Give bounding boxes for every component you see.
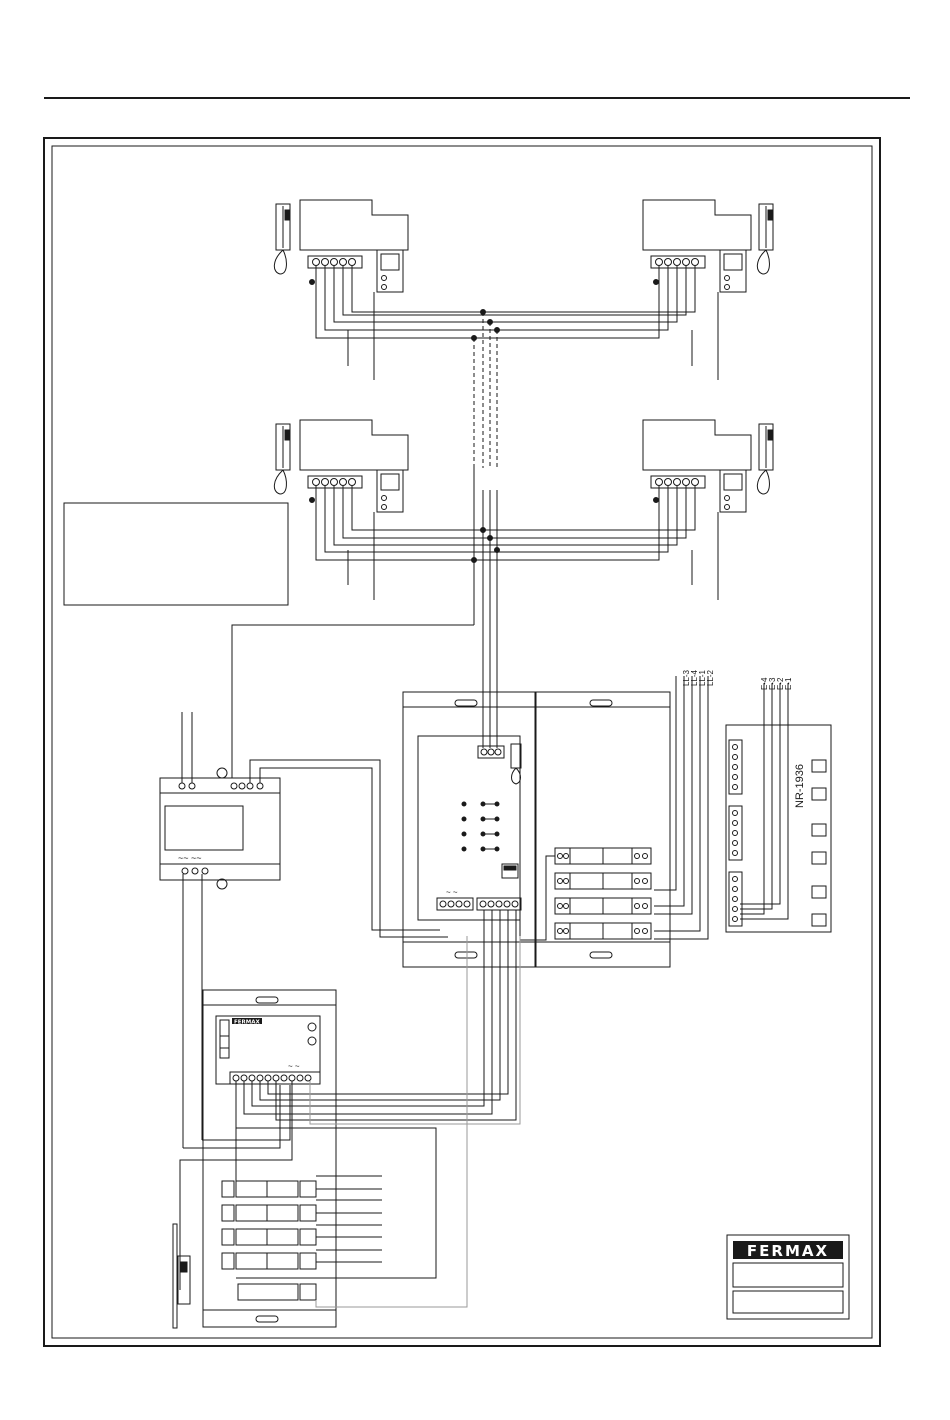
handset-bottom-left xyxy=(274,424,290,494)
secondary-ac-symbol: ~ ~ xyxy=(288,1062,300,1071)
pushbutton-modules[interactable] xyxy=(555,848,651,939)
panel-jumper-array xyxy=(462,802,499,851)
handset-top-right xyxy=(757,204,773,274)
note-box xyxy=(64,503,288,605)
brand-logo: FERMAX xyxy=(747,1242,829,1260)
psu-ac-symbol: ~~ ~~ xyxy=(178,853,202,863)
riser-wiring-top xyxy=(310,266,719,380)
monitor-terminal-strip xyxy=(313,259,356,266)
outer-frame xyxy=(44,138,880,1346)
monitor-terminal-strip xyxy=(313,479,356,486)
entry-output-labels: E-4 E-3 E-2 E-1 xyxy=(760,677,793,690)
pushbutton-wiring xyxy=(520,676,708,940)
relay-module-nr1936 xyxy=(726,725,831,932)
panel-ac-symbol: ~ ~ xyxy=(446,888,458,897)
inner-frame xyxy=(52,146,872,1338)
relay-module-label: NR-1936 xyxy=(794,764,806,808)
entry-label-e1: E-1 xyxy=(784,677,793,690)
line-label-ll2: LL-2 xyxy=(706,669,715,686)
power-supply-unit xyxy=(160,768,280,889)
monitor-terminal-strip xyxy=(656,479,699,486)
psu-wiring xyxy=(182,712,448,1148)
relay-entry-wiring xyxy=(740,683,788,919)
riser-wiring-bottom xyxy=(232,468,718,778)
handset-bottom-right xyxy=(757,424,773,494)
secondary-panel-frame xyxy=(203,990,336,1327)
device-logo-text: FERMAX xyxy=(234,1020,260,1026)
riser-dashed-segment xyxy=(474,312,497,468)
entry-panel-frame xyxy=(403,692,670,967)
psu-terminals-top xyxy=(179,783,263,789)
panel-connector-block xyxy=(502,864,518,878)
secondary-panel-buttons[interactable] xyxy=(222,1181,316,1300)
light-wire-path xyxy=(310,936,520,1307)
door-lock xyxy=(173,1224,190,1328)
psu-terminals-bottom xyxy=(182,868,208,874)
entry-panel-riser-terminals[interactable] xyxy=(478,746,504,758)
handset-top-left xyxy=(274,204,290,274)
entry-panel-bottom-terminals[interactable] xyxy=(437,898,521,910)
monitor-terminal-strip xyxy=(656,259,699,266)
line-output-labels: LL-3 LL-4 LL-1 LL-2 xyxy=(682,669,715,686)
